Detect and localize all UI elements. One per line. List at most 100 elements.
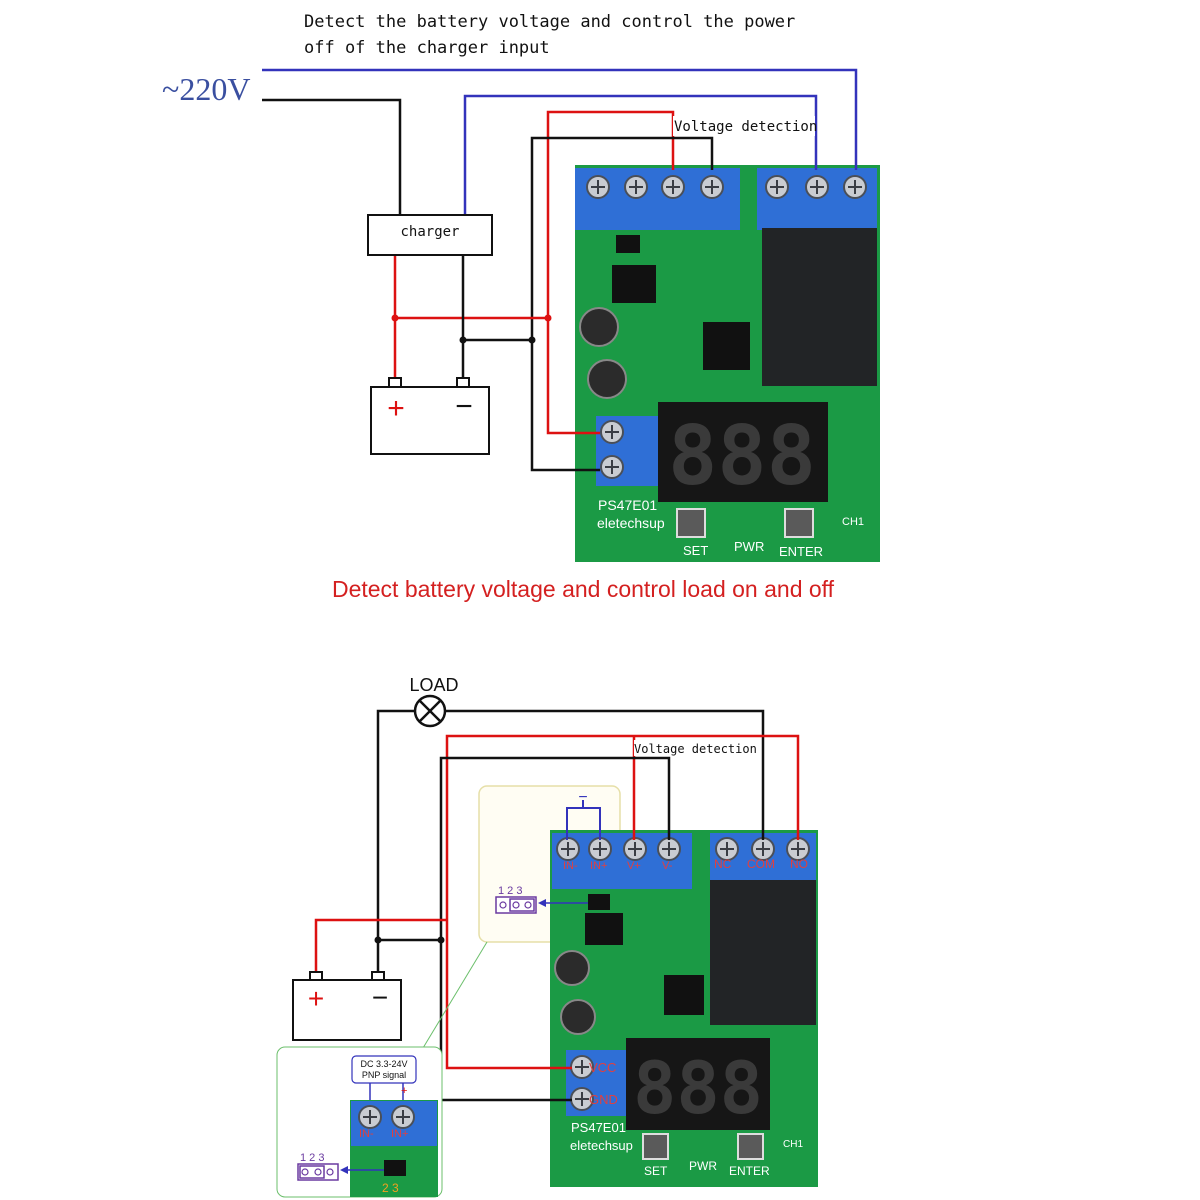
screw-icon: [700, 175, 724, 199]
set-label: SET: [683, 543, 708, 558]
charger-box: [367, 214, 493, 256]
signal-note-line2: PNP signal: [362, 1070, 406, 1080]
inset-plus-sign: +: [401, 1085, 407, 1097]
pnp-inset: DC 3.3-24V PNP signal + IN- IN+ 2 3 1 2 …: [276, 1046, 443, 1198]
terminal-label-vcc: VCC: [589, 1060, 616, 1075]
terminal-label-no: NO: [790, 857, 808, 871]
inset-terminal-in-plus: IN+: [391, 1128, 408, 1140]
screw-icon: [391, 1105, 415, 1129]
top-board: 888 PS47E01 eletechsup SET PWR ENTER CH1: [575, 165, 880, 562]
voltage-minus-black: [439, 756, 671, 1102]
top-diagram: Detect the battery voltage and control t…: [162, 12, 880, 562]
capacitor: [579, 307, 619, 347]
battery-icon: + −: [370, 377, 490, 455]
screw-icon: [765, 175, 789, 199]
battery-plus-red: [314, 918, 447, 975]
battery-icon: + −: [292, 971, 402, 1041]
ground-symbol: −: [578, 789, 587, 806]
arrow-icon: [538, 899, 546, 907]
arrow-icon: [340, 1166, 348, 1174]
pwr-label: PWR: [689, 1159, 717, 1173]
bottom-board: IN- IN+ V+ V- NC COM NO 2 3 VCC GND 888 …: [550, 830, 818, 1187]
battery-plus-sign: +: [387, 392, 405, 425]
jumper-pin: [326, 1168, 334, 1176]
signal-note-line1: DC 3.3-24V: [360, 1059, 407, 1069]
seven-segment-display: [658, 402, 828, 502]
relay: [710, 880, 816, 1025]
jumper-numbers: 1 2 3: [498, 885, 522, 897]
screw-icon: [600, 455, 624, 479]
screw-icon: [657, 837, 681, 861]
screw-icon: [624, 175, 648, 199]
set-label: SET: [644, 1164, 668, 1178]
terminal-label-in-minus: IN-: [563, 860, 578, 872]
enter-label: ENTER: [779, 544, 823, 559]
board-model: PS47E01: [571, 1120, 626, 1135]
junction-dot: [374, 936, 382, 944]
zoom-line: [422, 941, 488, 1049]
charger: charger: [367, 214, 493, 256]
load-wire-left: [376, 709, 414, 975]
junction-dot: [544, 314, 552, 322]
optocoupler-chip: [612, 265, 656, 303]
inset-board-numbers: 2 3: [382, 1181, 399, 1195]
junction-dot: [459, 336, 467, 344]
jumper-pin: [314, 1168, 322, 1176]
screw-icon: [623, 837, 647, 861]
mcu-chip: [664, 975, 704, 1015]
screw-icon: [600, 420, 624, 444]
screw-icon: [661, 175, 685, 199]
voltage-detect-black: [530, 136, 714, 472]
jumper: [616, 235, 640, 253]
junction-dot: [437, 936, 445, 944]
inset-jumper: [384, 1160, 406, 1176]
charger-wire-blue: [463, 94, 818, 215]
battery-terminal-minus: [371, 971, 385, 981]
capacitor: [587, 359, 627, 399]
charger-label: charger: [400, 224, 459, 240]
set-button: [642, 1133, 669, 1160]
terminal-label-nc: NC: [714, 857, 732, 871]
board-brand: eletechsup: [597, 515, 665, 531]
jumper-pin: [301, 1168, 309, 1176]
enter-button: [737, 1133, 764, 1160]
ch1-label: CH1: [783, 1139, 803, 1150]
jumper-legend: 1 2 3: [495, 885, 588, 914]
battery-body: [370, 386, 490, 455]
battery-terminal-plus: [309, 971, 323, 981]
display-digits: 888: [668, 409, 816, 504]
capacitor: [560, 999, 596, 1035]
no-wire-red: [445, 734, 800, 1070]
terminal-label-in-plus: IN+: [590, 860, 607, 872]
battery-terminal-minus: [456, 377, 470, 388]
mains-voltage-label: ~220V: [162, 71, 250, 107]
jumper-pin: [499, 901, 507, 909]
battery-terminal-plus: [388, 377, 402, 388]
board-model: PS47E01: [598, 497, 657, 513]
screw-icon: [586, 175, 610, 199]
mains-wire-black: [262, 98, 402, 215]
lamp-cross: [418, 699, 442, 723]
terminal-label-com: COM: [747, 857, 775, 871]
terminal-label-v-minus: V-: [662, 860, 673, 872]
terminal-label-gnd: GND: [589, 1092, 618, 1107]
jumper-pin: [512, 901, 520, 909]
screw-icon: [358, 1105, 382, 1129]
top-caption-line2: off of the charger input: [304, 38, 550, 58]
top-caption-line1: Detect the battery voltage and control t…: [304, 12, 795, 32]
bottom-diagram: IN- IN+ V+ V- NC COM NO 2 3 VCC GND 888 …: [276, 675, 818, 1198]
terminal-label-v-plus: V+: [627, 860, 641, 872]
middle-caption: Detect battery voltage and control load …: [332, 576, 835, 602]
mcu-chip: [703, 322, 750, 370]
lamp-icon: [413, 694, 447, 728]
screw-icon: [843, 175, 867, 199]
capacitor: [554, 950, 590, 986]
jumper: [588, 894, 610, 910]
seven-segment-display: [626, 1038, 770, 1130]
voltage-detection-label: Voltage detection: [674, 119, 817, 135]
jumper-pin: [524, 901, 532, 909]
junction-dot: [391, 314, 399, 322]
bottom-wires: [314, 709, 800, 1102]
inset-jumper-numbers: 1 2 3: [300, 1152, 324, 1164]
voltage-detection-label-bg: [634, 740, 754, 756]
